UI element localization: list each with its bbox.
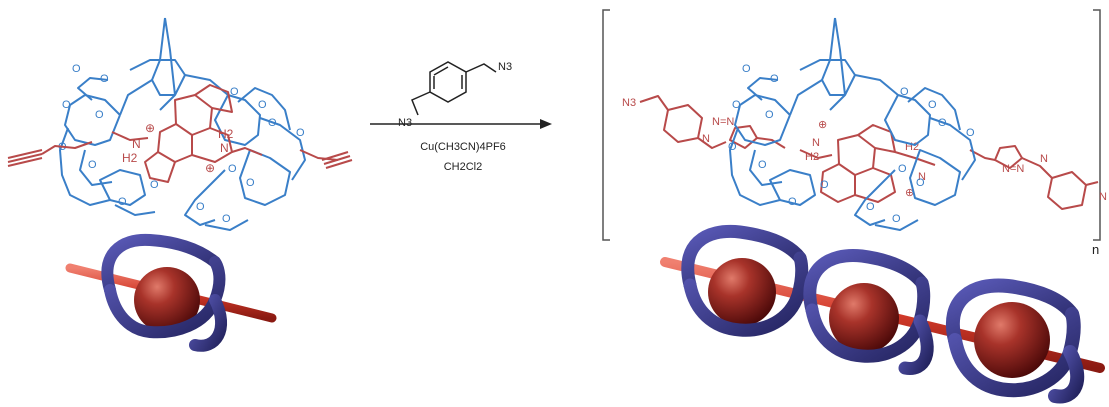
ammonium-labels: N H2 ⊕ N H2 ⊕ bbox=[122, 121, 234, 175]
host-macrocycle bbox=[59, 17, 306, 231]
product-axle bbox=[639, 95, 1099, 210]
svg-text:O: O bbox=[892, 213, 901, 225]
svg-text:O: O bbox=[100, 73, 109, 85]
svg-text:O: O bbox=[258, 99, 267, 111]
charge-left: ⊕ bbox=[145, 121, 155, 135]
svg-text:O: O bbox=[938, 117, 947, 129]
triazole-right-n: N bbox=[1040, 153, 1048, 165]
product-charge-left: ⊕ bbox=[818, 119, 827, 131]
svg-text:O: O bbox=[928, 99, 937, 111]
product-oxygen-labels: OO OO OO OO OO OO OO OO bbox=[728, 63, 975, 225]
svg-text:O: O bbox=[72, 63, 81, 75]
svg-text:O: O bbox=[866, 201, 875, 213]
svg-text:O: O bbox=[742, 63, 751, 75]
product-host-macrocycle bbox=[729, 17, 976, 231]
oxygen-labels: OO OO OO OO OO OO OO OO bbox=[58, 63, 305, 225]
svg-text:O: O bbox=[222, 213, 231, 225]
rotaxane-cartoon-single bbox=[65, 233, 277, 352]
triazole-left-n: N bbox=[702, 133, 710, 145]
svg-text:O: O bbox=[230, 86, 239, 98]
charge-right: ⊕ bbox=[205, 161, 215, 175]
svg-text:O: O bbox=[196, 201, 205, 213]
azide-right-label: N3 bbox=[498, 61, 512, 73]
n-label-left: N bbox=[132, 137, 141, 151]
svg-text:O: O bbox=[118, 196, 127, 208]
triazole-right-nn: N=N bbox=[1002, 163, 1024, 175]
svg-text:O: O bbox=[770, 73, 779, 85]
svg-text:O: O bbox=[246, 177, 255, 189]
rotaxane-unit-2 bbox=[803, 248, 934, 375]
product-azide-label: N3 bbox=[622, 97, 636, 109]
svg-text:O: O bbox=[95, 109, 104, 121]
svg-text:O: O bbox=[296, 127, 305, 139]
svg-text:O: O bbox=[966, 127, 975, 139]
svg-text:O: O bbox=[268, 117, 277, 129]
product-n-right: N bbox=[918, 171, 926, 183]
svg-text:O: O bbox=[765, 109, 774, 121]
repeat-bracket-right bbox=[1093, 9, 1101, 241]
rotaxane-unit-1 bbox=[681, 224, 809, 337]
h2-label-left: H2 bbox=[122, 151, 138, 165]
solvent-label: CH2Cl2 bbox=[444, 161, 483, 173]
product-structure: n N3 N=N N N=N N bbox=[602, 9, 1107, 257]
triazole-left-nn: N=N bbox=[712, 116, 734, 128]
repeat-subscript: n bbox=[1092, 242, 1099, 257]
polyrotaxane-cartoon bbox=[660, 224, 1105, 404]
svg-text:O: O bbox=[820, 179, 829, 191]
rotaxane-unit-3 bbox=[946, 278, 1085, 404]
h2-label-right: H2 bbox=[218, 127, 234, 141]
product-end-fragment: N bbox=[1099, 191, 1107, 203]
reactant-structure: OO OO OO OO OO OO OO OO bbox=[7, 17, 353, 231]
product-h2-left: H2 bbox=[805, 151, 819, 163]
reagent-block: N3 N3 Cu(CH3CN)4PF6 CH2Cl2 bbox=[370, 61, 552, 173]
svg-text:O: O bbox=[732, 99, 741, 111]
svg-text:O: O bbox=[62, 99, 71, 111]
axle bbox=[7, 84, 353, 183]
svg-text:O: O bbox=[150, 179, 159, 191]
n-label-right: N bbox=[220, 141, 229, 155]
arrowhead-icon bbox=[540, 119, 552, 129]
catalyst-label: Cu(CH3CN)4PF6 bbox=[420, 141, 506, 153]
svg-text:O: O bbox=[758, 159, 767, 171]
product-charge-right: ⊕ bbox=[905, 187, 914, 199]
svg-text:O: O bbox=[728, 141, 737, 153]
diazide-structure bbox=[411, 61, 497, 116]
svg-text:O: O bbox=[88, 159, 97, 171]
svg-text:O: O bbox=[916, 177, 925, 189]
svg-text:O: O bbox=[788, 196, 797, 208]
product-n-left: N bbox=[812, 137, 820, 149]
svg-text:O: O bbox=[228, 163, 237, 175]
azide-left-label: N3 bbox=[398, 117, 412, 129]
svg-text:O: O bbox=[898, 163, 907, 175]
svg-text:O: O bbox=[900, 86, 909, 98]
repeat-bracket-left bbox=[602, 9, 610, 241]
